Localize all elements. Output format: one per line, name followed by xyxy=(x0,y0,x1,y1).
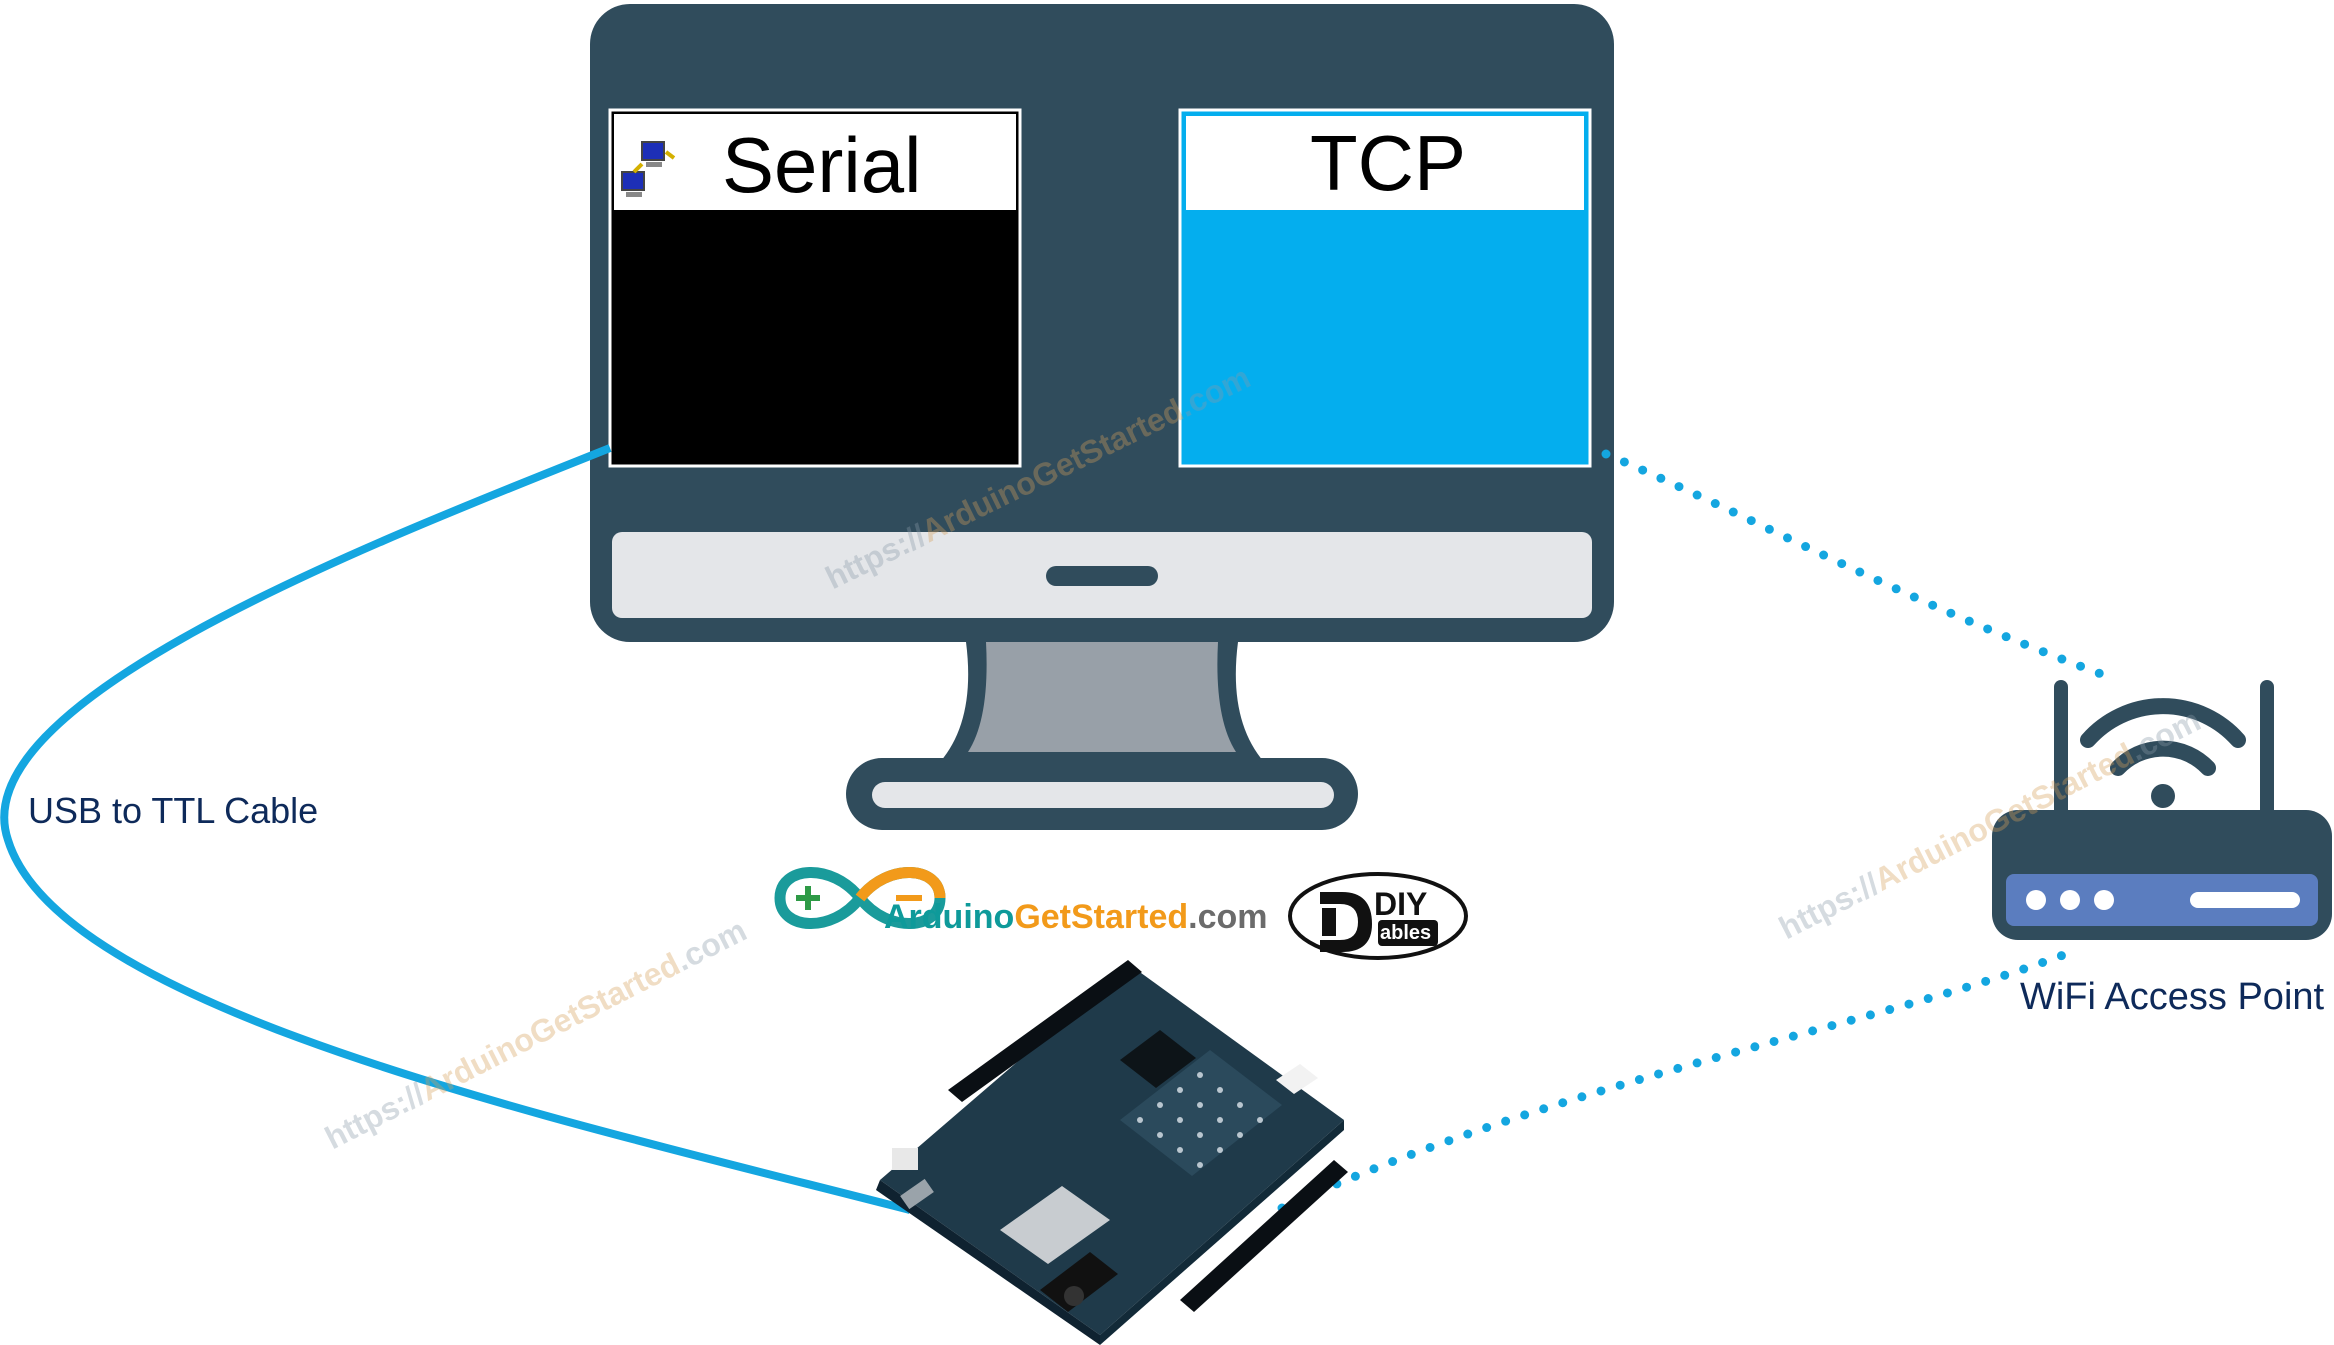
diyables-logo-bottom: ables xyxy=(1380,922,1432,944)
site-logo-part3: .com xyxy=(1188,898,1268,936)
diyables-logo-top: DIY xyxy=(1374,886,1428,922)
serial-window-title: Serial xyxy=(722,121,922,209)
serial-window xyxy=(608,108,1022,468)
site-logo-text: ArduinoGetStarted.com xyxy=(884,898,1268,937)
diyables-logo-icon xyxy=(1288,872,1468,960)
arduino-board-icon xyxy=(876,960,1348,1345)
site-logo-part1: Arduino xyxy=(884,898,1015,936)
usb-cable xyxy=(0,444,911,1214)
arduino-infinity-logo-icon xyxy=(774,867,946,929)
wifi-router-icon xyxy=(1992,680,2332,940)
site-logo-part2: GetStarted xyxy=(1014,898,1189,936)
network-computers-icon xyxy=(621,141,676,197)
tcp-window xyxy=(1178,108,1592,468)
tcp-window-title: TCP xyxy=(1310,119,1466,207)
wifi-link-computer xyxy=(1601,449,2117,683)
cable-label: USB to TTL Cable xyxy=(28,790,319,831)
access-point-label: WiFi Access Point xyxy=(2020,976,2325,1018)
wifi-link-arduino xyxy=(1277,945,2081,1213)
